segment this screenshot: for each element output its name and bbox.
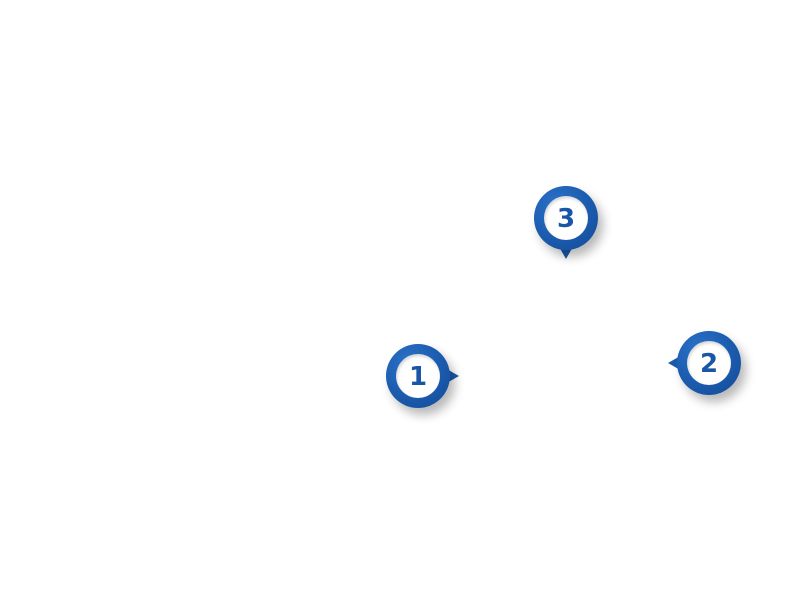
marker-face: 1: [396, 354, 440, 398]
marker-2[interactable]: 2: [668, 331, 741, 395]
marker-face: 2: [687, 341, 731, 385]
marker-1[interactable]: 1: [386, 344, 459, 408]
marker-number: 3: [556, 203, 576, 234]
marker-3[interactable]: 3: [534, 186, 598, 259]
marker-number: 1: [408, 361, 428, 392]
marker-number: 2: [699, 348, 719, 379]
marker-face: 3: [544, 196, 588, 240]
